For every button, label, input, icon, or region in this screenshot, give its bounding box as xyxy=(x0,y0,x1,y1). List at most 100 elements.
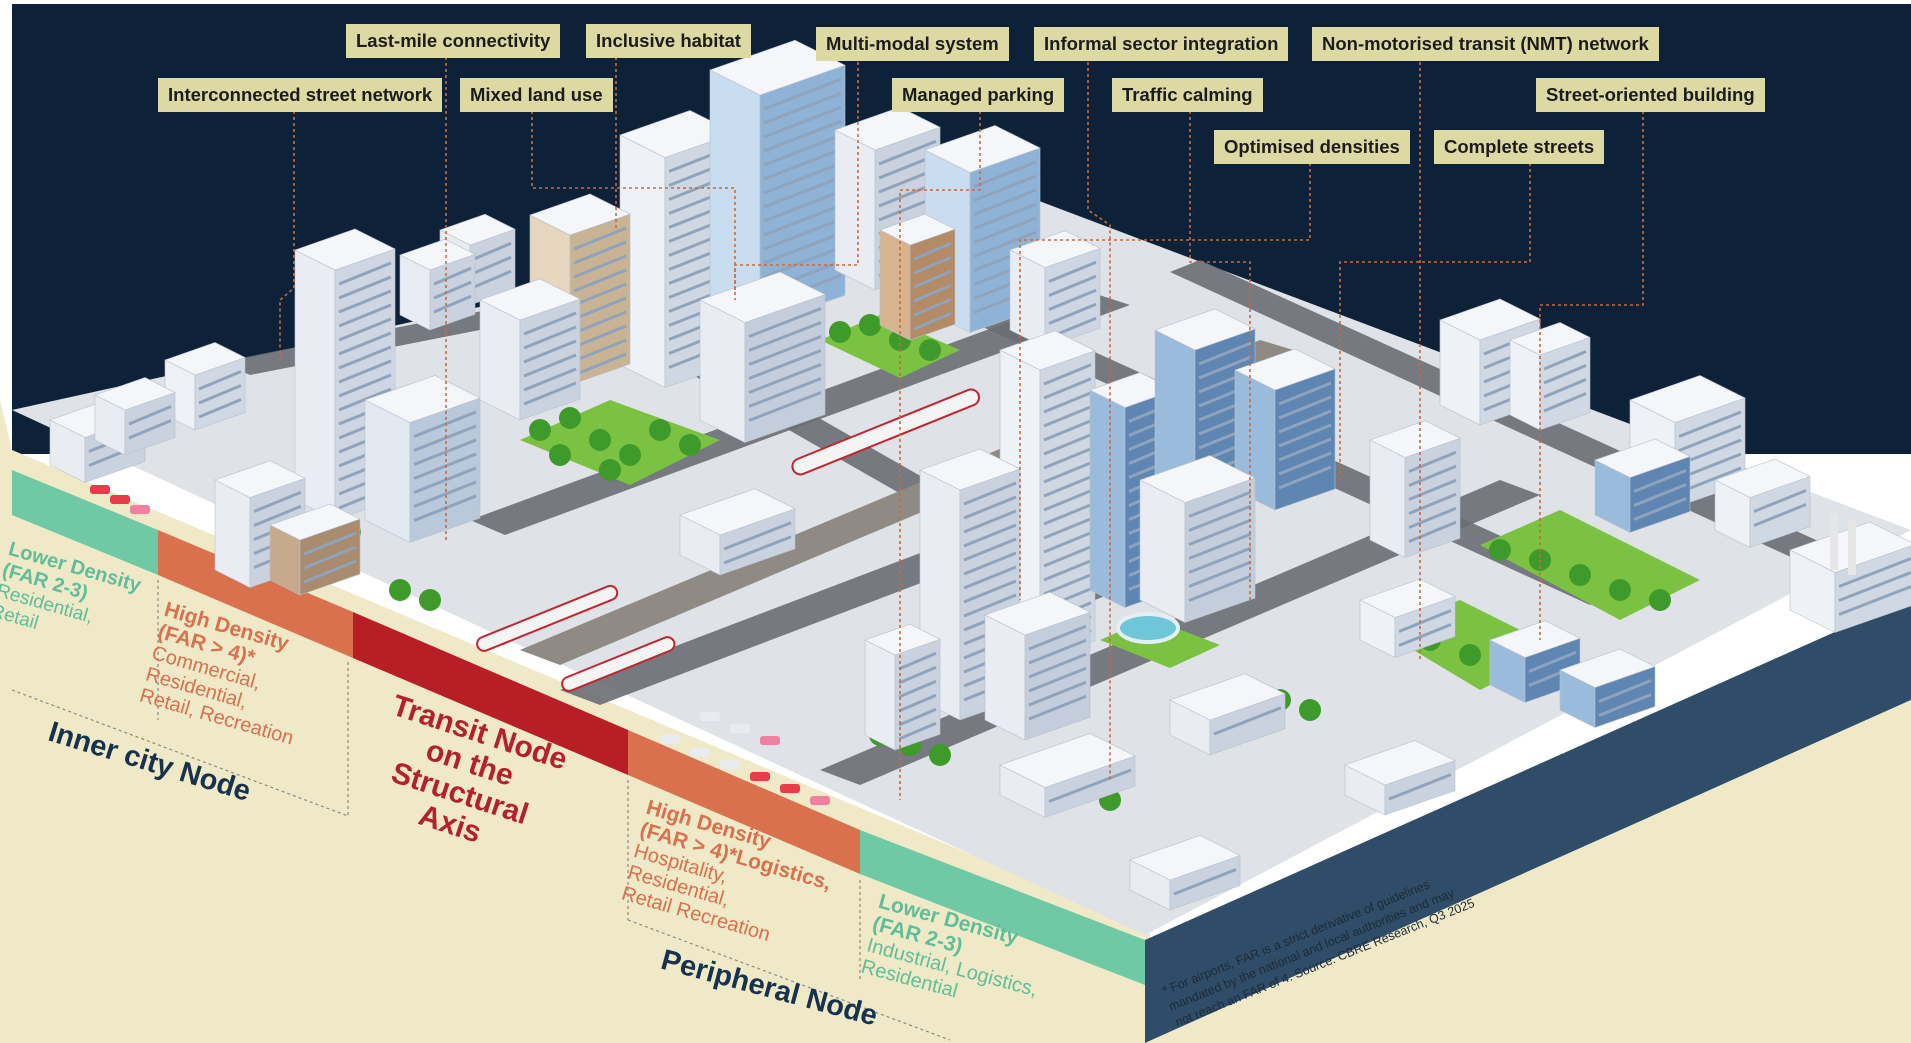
building-face-front xyxy=(879,229,911,341)
building-window-row xyxy=(763,161,842,195)
building-face-front xyxy=(214,479,251,588)
building-window-row xyxy=(763,119,842,153)
building-window-row xyxy=(1043,573,1092,596)
callout-inclusive-habitat: Inclusive habitat xyxy=(586,24,751,58)
building-window-row xyxy=(573,310,627,335)
building-roof xyxy=(1714,458,1811,498)
building-window-row xyxy=(1398,623,1452,647)
building-window-row xyxy=(1028,666,1087,693)
building-roof xyxy=(1559,648,1656,688)
building-window-row xyxy=(1408,506,1457,529)
building-window-row xyxy=(1043,517,1092,540)
building-face-front xyxy=(1509,339,1541,431)
building-window-row xyxy=(1198,341,1252,366)
building-window-row xyxy=(1028,680,1087,707)
slab-right-face xyxy=(1145,598,1911,1043)
building-window-row xyxy=(1633,497,1687,521)
building-window-row xyxy=(1278,395,1332,420)
building-4 xyxy=(164,342,246,431)
building-window-row xyxy=(1198,355,1252,380)
callout-street-oriented-building: Street-oriented building xyxy=(1536,78,1765,112)
train xyxy=(791,388,981,476)
tree xyxy=(649,419,671,441)
building-window-row xyxy=(1753,489,1807,513)
building-window-row xyxy=(748,335,822,366)
building-roof xyxy=(1509,322,1591,356)
building-window-row xyxy=(963,481,1017,506)
building-window-row xyxy=(963,509,1017,534)
building-28 xyxy=(1359,578,1456,658)
train xyxy=(476,584,619,652)
building-window-row xyxy=(1043,433,1092,456)
building-window-row xyxy=(1678,410,1742,438)
building-roof xyxy=(679,488,796,536)
callout-interconnected-street-network: Interconnected street network xyxy=(158,78,443,112)
car xyxy=(110,495,130,504)
building-window-row xyxy=(1408,520,1457,543)
building-window-row xyxy=(523,311,577,336)
building-18 xyxy=(1139,455,1256,623)
building-window-row xyxy=(1188,518,1252,546)
building-window-row xyxy=(913,241,952,261)
building-window-row xyxy=(338,261,392,286)
tree xyxy=(679,434,701,456)
building-window-row xyxy=(963,593,1017,618)
building-19 xyxy=(984,591,1091,741)
building-window-row xyxy=(1278,451,1332,476)
building-roof xyxy=(1234,348,1336,391)
building-window-row xyxy=(1838,585,1911,616)
car xyxy=(660,735,680,744)
building-window-row xyxy=(763,91,842,125)
building-window-row xyxy=(763,133,842,167)
building-25 xyxy=(1594,438,1691,533)
building-window-row xyxy=(473,241,512,261)
band-transit xyxy=(353,612,628,775)
building-window-row xyxy=(1188,504,1252,532)
building-roof xyxy=(399,238,476,271)
building-window-row xyxy=(1633,469,1687,493)
building-window-row xyxy=(338,289,392,314)
building-12 xyxy=(1009,230,1101,348)
building-roof xyxy=(164,342,246,376)
building-window-row xyxy=(763,77,842,111)
building-window-row xyxy=(898,721,937,741)
building-33 xyxy=(999,733,1136,818)
building-window-row xyxy=(973,174,1037,202)
building-window-row xyxy=(723,535,792,565)
building-window-row xyxy=(1048,768,1132,803)
building-window-row xyxy=(1278,465,1332,490)
building-face-front xyxy=(1089,389,1126,608)
building-window-row xyxy=(413,466,477,494)
tree xyxy=(589,429,611,451)
building-window-row xyxy=(748,321,822,352)
callout-informal-sector-integration: Informal sector integration xyxy=(1034,27,1289,61)
chimney xyxy=(1848,520,1856,575)
leader-line xyxy=(734,62,859,290)
building-35 xyxy=(679,488,796,576)
building-window-row xyxy=(1028,624,1087,651)
callout-nmt-network: Non-motorised transit (NMT) network xyxy=(1312,27,1659,61)
building-window-row xyxy=(763,245,842,279)
building-window-row xyxy=(413,480,477,508)
chimney xyxy=(1830,515,1838,570)
car xyxy=(130,505,150,514)
building-window-row xyxy=(1633,483,1687,507)
leader-line xyxy=(531,111,736,300)
building-window-row xyxy=(748,349,822,380)
building-window-row xyxy=(573,338,627,363)
building-34 xyxy=(1129,835,1241,911)
building-window-row xyxy=(303,531,357,556)
building-window-row xyxy=(338,303,392,328)
building-window-row xyxy=(1838,557,1911,588)
building-window-row xyxy=(303,559,357,584)
building-window-row xyxy=(1043,363,1092,386)
tree xyxy=(619,444,641,466)
building-window-row xyxy=(1043,531,1092,554)
building-window-row xyxy=(473,255,512,275)
callout-complete-streets: Complete streets xyxy=(1434,130,1605,164)
tree xyxy=(1489,539,1511,561)
building-6 xyxy=(709,39,846,326)
tree xyxy=(919,339,941,361)
